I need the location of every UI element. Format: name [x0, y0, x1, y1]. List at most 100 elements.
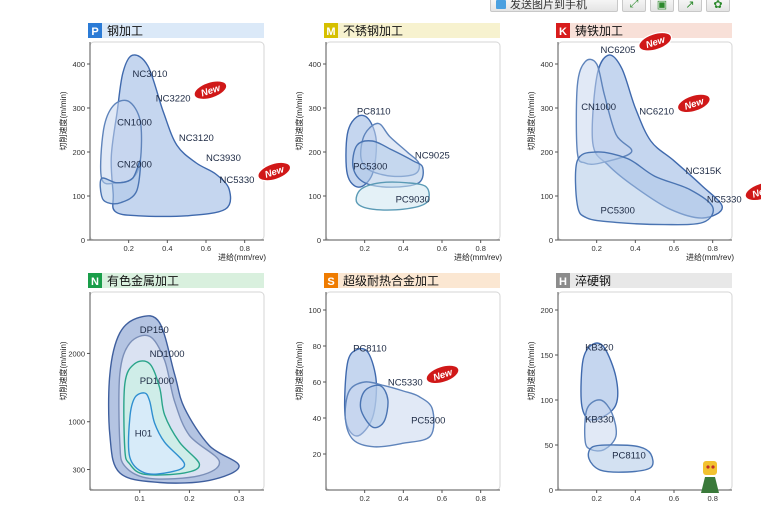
- region-label: NC315K: [686, 166, 723, 177]
- chart-title: 铸铁加工: [575, 23, 623, 38]
- y-tick-label: 100: [540, 192, 553, 201]
- region-pc5300: [574, 151, 714, 226]
- region-label: NC3930: [206, 153, 241, 164]
- region-label: NC6210: [639, 107, 674, 118]
- y-tick-label: 80: [313, 342, 321, 351]
- x-tick-label: 0.4: [630, 244, 640, 253]
- region-label: KB330: [585, 415, 614, 426]
- y-tick-label: 400: [308, 60, 321, 69]
- header-band: [88, 273, 264, 288]
- y-tick-label: 0: [317, 236, 321, 245]
- new-badge-shape: [425, 364, 460, 385]
- grade-letter: N: [91, 276, 99, 288]
- x-tick-label: 0.2: [591, 244, 601, 253]
- new-badge-shape: [193, 80, 228, 101]
- grade-badge: [88, 23, 102, 38]
- x-tick-label: 0.4: [162, 244, 172, 253]
- region-label: CN2000: [117, 159, 152, 170]
- send-to-phone-button[interactable]: 发送图片到手机: [490, 0, 618, 12]
- y-tick-label: 200: [540, 148, 553, 157]
- y-tick-label: 100: [540, 396, 553, 405]
- y-tick-label: 50: [545, 441, 553, 450]
- region-label: KB320: [585, 343, 614, 354]
- region-label: PC5300: [411, 415, 445, 426]
- x-tick-label: 0.2: [359, 494, 369, 503]
- region-label: PD1000: [140, 376, 174, 387]
- grade-badge: [556, 23, 570, 38]
- y-tick-label: 300: [540, 104, 553, 113]
- region-nc3010: [110, 54, 232, 218]
- region-label: DP150: [140, 325, 169, 336]
- grade-badge: [88, 273, 102, 288]
- new-badge: New: [744, 181, 761, 202]
- x-tick-label: 0.8: [707, 244, 717, 253]
- y-tick-label: 2000: [68, 349, 85, 358]
- save-icon[interactable]: ▣: [650, 0, 674, 12]
- y-tick-label: 0: [549, 236, 553, 245]
- toolbar: 发送图片到手机 ⤢ ▣ ↗ ✿: [490, 0, 730, 14]
- region-pc8110: [587, 444, 654, 473]
- settings-icon[interactable]: ✿: [706, 0, 730, 12]
- new-badge: New: [257, 161, 292, 182]
- y-tick-label: 300: [72, 466, 85, 475]
- x-tick-label: 0.8: [475, 494, 485, 503]
- x-axis-label: 进给(mm/rev): [686, 252, 734, 262]
- grade-letter: K: [559, 26, 567, 38]
- region-label: NC5330: [220, 175, 255, 186]
- x-tick-label: 0.8: [707, 494, 717, 503]
- y-axis-label: 切削速度(m/min): [58, 341, 68, 400]
- x-tick-label: 0.4: [630, 494, 640, 503]
- x-tick-label: 0.4: [398, 244, 408, 253]
- region-label: PC9030: [396, 195, 430, 206]
- region-nc5330: [359, 384, 389, 429]
- region-label: NC6205: [601, 45, 636, 56]
- y-axis-label: 切削速度(m/min): [526, 341, 536, 400]
- y-tick-label: 20: [313, 450, 321, 459]
- new-badge: New: [193, 80, 228, 101]
- y-tick-label: 400: [72, 60, 85, 69]
- y-tick-label: 200: [540, 306, 553, 315]
- y-tick-label: 0: [549, 486, 553, 495]
- y-tick-label: 300: [308, 104, 321, 113]
- x-tick-label: 0.2: [184, 494, 194, 503]
- x-tick-label: 0.6: [669, 494, 679, 503]
- grade-letter: M: [326, 26, 335, 38]
- region-h01: [127, 392, 186, 475]
- y-tick-label: 60: [313, 378, 321, 387]
- expand-icon[interactable]: ⤢: [622, 0, 646, 12]
- new-badge: New: [425, 364, 460, 385]
- region-label: PC8110: [357, 107, 391, 118]
- new-badge: New: [676, 93, 711, 114]
- y-tick-label: 300: [72, 104, 85, 113]
- chart-title: 钢加工: [107, 24, 143, 38]
- region-pc9030: [355, 181, 430, 211]
- new-badge-text: New: [751, 184, 761, 201]
- y-axis-label: 切削速度(m/min): [526, 91, 536, 150]
- new-badge-shape: [744, 181, 761, 202]
- x-tick-label: 0.6: [669, 244, 679, 253]
- y-tick-label: 200: [308, 148, 321, 157]
- y-tick-label: 100: [308, 192, 321, 201]
- share-icon[interactable]: ↗: [678, 0, 702, 12]
- new-badge-shape: [676, 93, 711, 114]
- region-label: NC5330: [388, 378, 423, 389]
- y-tick-label: 40: [313, 414, 321, 423]
- y-tick-label: 200: [72, 148, 85, 157]
- chart-title: 不锈钢加工: [343, 24, 403, 38]
- y-tick-label: 100: [72, 192, 85, 201]
- x-tick-label: 0.8: [475, 244, 485, 253]
- region-label: ND1000: [150, 349, 185, 360]
- x-tick-label: 0.2: [123, 244, 133, 253]
- x-tick-label: 0.4: [398, 494, 408, 503]
- region-label: NC5330: [707, 195, 742, 206]
- x-tick-label: 0.6: [437, 244, 447, 253]
- region-label: CN1000: [117, 118, 152, 129]
